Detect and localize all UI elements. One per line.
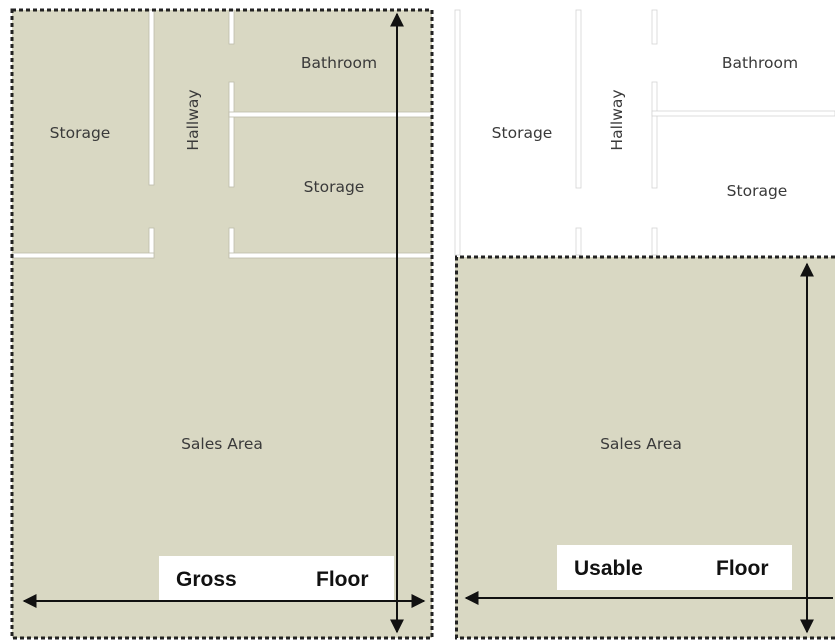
- right-storage-label-1: Storage: [492, 124, 553, 142]
- usable-floor-word: Floor: [716, 557, 769, 580]
- right-hallway-label: Hallway: [608, 89, 626, 150]
- right-wall-storage-hallway: [575, 9, 582, 189]
- right-wall-bathroom-storage: [651, 110, 835, 117]
- left-sales-area-label: Sales Area: [181, 435, 263, 453]
- right-wall-hallway-rooms-top: [651, 9, 658, 45]
- gross-floor-label-box: [159, 556, 394, 601]
- left-wall-hallway-rooms: [228, 81, 235, 188]
- gross-floor-area-fill: [12, 10, 432, 638]
- left-wall-hallway-rooms-top: [228, 9, 235, 45]
- left-wall-bathroom-storage: [228, 111, 433, 118]
- gross-floor-dashed-border: [10, 8, 434, 640]
- left-wall-storage-hallway: [148, 9, 155, 186]
- usable-word: Usable: [574, 557, 643, 580]
- gross-floor-plan: Bathroom Storage Hallway Storage Sales A…: [10, 8, 434, 640]
- right-wall-hallway-rooms: [651, 81, 658, 189]
- left-storage-label-1: Storage: [50, 124, 111, 142]
- right-wall-hallway-rooms-lower: [651, 227, 658, 256]
- usable-floor-dashed-border: [455, 255, 835, 640]
- gross-word: Gross: [176, 568, 237, 591]
- right-sales-area-label: Sales Area: [600, 435, 682, 453]
- usable-floor-label-box: [557, 545, 792, 590]
- right-interior-walls: [454, 9, 835, 256]
- left-wall-sales-right: [228, 252, 433, 259]
- right-bathroom-label: Bathroom: [722, 54, 798, 72]
- left-hallway-label: Hallway: [184, 89, 202, 150]
- left-bathroom-label: Bathroom: [301, 54, 377, 72]
- right-storage-label-2: Storage: [727, 182, 788, 200]
- right-outer-wall-left: [454, 9, 461, 256]
- usable-floor-plan: Bathroom Storage Hallway Storage Sales A…: [454, 9, 835, 640]
- right-wall-storage-hallway-lower: [575, 227, 582, 256]
- left-wall-sales-left: [11, 252, 155, 259]
- upper-rooms-area: [455, 10, 835, 256]
- gross-floor-word: Floor: [316, 568, 369, 591]
- left-storage-label-2: Storage: [304, 178, 365, 196]
